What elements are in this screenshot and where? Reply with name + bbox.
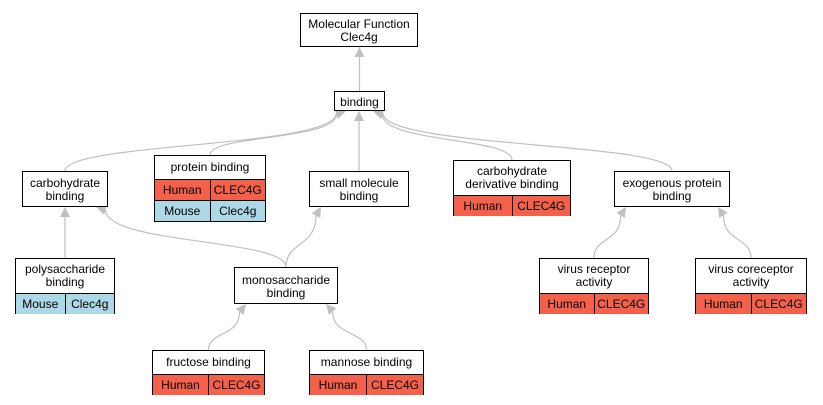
- edge-monosaccharide-binding-to-carbohydrate-binding: [104, 209, 287, 268]
- edge-arrowhead-icon: [354, 111, 364, 121]
- node-title: Molecular Function Clec4g: [308, 17, 410, 44]
- gene-label: CLEC4G: [209, 180, 265, 200]
- edge-carbohydrate-binding-to-binding: [64, 112, 337, 172]
- edge-virus-coreceptor-activity-to-exogenous-protein-binding: [722, 215, 752, 259]
- gene-label: CLEC4G: [593, 294, 648, 314]
- species-label: Human: [310, 375, 366, 395]
- gene-label: CLEC4G: [511, 196, 570, 216]
- species-label: Mouse: [16, 294, 65, 314]
- node-title: virus coreceptor activity: [708, 262, 794, 289]
- edge-exogenous-protein-binding-to-binding: [382, 112, 673, 172]
- edge-mannose-binding-to-monosaccharide-binding: [332, 311, 368, 351]
- node-title: protein binding: [170, 160, 250, 174]
- edge-carbohydrate-derivative-binding-to-binding: [381, 114, 513, 161]
- node-title: polysaccharide binding: [24, 262, 106, 289]
- node-molecular-function[interactable]: Molecular Function Clec4g: [300, 13, 418, 47]
- edge-arrowhead-icon: [718, 207, 728, 219]
- edge-arrowhead-icon: [96, 205, 108, 215]
- species-label: Human: [153, 375, 208, 395]
- node-small-molecule-binding[interactable]: small molecule binding: [309, 171, 409, 207]
- gene-label: Clec4g: [64, 294, 114, 314]
- edge-arrowhead-icon: [235, 304, 246, 315]
- edge-arrowhead-icon: [334, 109, 346, 119]
- species-label: Human: [454, 196, 512, 216]
- node-title: exogenous protein binding: [622, 176, 722, 203]
- gene-label: CLEC4G: [750, 294, 806, 314]
- species-label: Mouse: [155, 201, 210, 221]
- edge-virus-receptor-activity-to-exogenous-protein-binding: [593, 215, 622, 259]
- species-label: Human: [696, 294, 751, 314]
- node-title: virus receptor activity: [557, 262, 631, 289]
- node-binding[interactable]: binding: [334, 91, 385, 111]
- node-title: mannose binding: [320, 355, 413, 369]
- node-exogenous-protein-binding[interactable]: exogenous protein binding: [614, 171, 730, 207]
- edge-arrowhead-icon: [60, 207, 70, 217]
- node-title: monosaccharide binding: [241, 272, 331, 300]
- edge-protein-binding-to-binding: [209, 113, 338, 156]
- node-title: small molecule binding: [319, 176, 399, 203]
- node-monosaccharide-binding[interactable]: monosaccharide binding: [234, 267, 338, 304]
- species-label: Human: [155, 180, 210, 200]
- node-title: carbohydrate binding: [29, 176, 101, 203]
- gene-label: CLEC4G: [366, 375, 423, 395]
- node-title: carbohydrate derivative binding: [465, 164, 559, 191]
- edge-arrowhead-icon: [311, 207, 321, 219]
- edge-monosaccharide-binding-to-small-molecule-binding: [285, 215, 317, 268]
- edge-arrowhead-icon: [326, 304, 337, 315]
- node-title: fructose binding: [166, 355, 251, 369]
- edge-fructose-binding-to-monosaccharide-binding: [207, 311, 241, 351]
- node-title: binding: [340, 94, 379, 109]
- species-label: Human: [540, 294, 594, 314]
- edge-arrowhead-icon: [616, 207, 626, 219]
- gene-label: CLEC4G: [208, 375, 264, 395]
- gene-label: Clec4g: [209, 201, 265, 221]
- node-carbohydrate-binding[interactable]: carbohydrate binding: [22, 171, 108, 207]
- edge-arrowhead-icon: [354, 47, 365, 57]
